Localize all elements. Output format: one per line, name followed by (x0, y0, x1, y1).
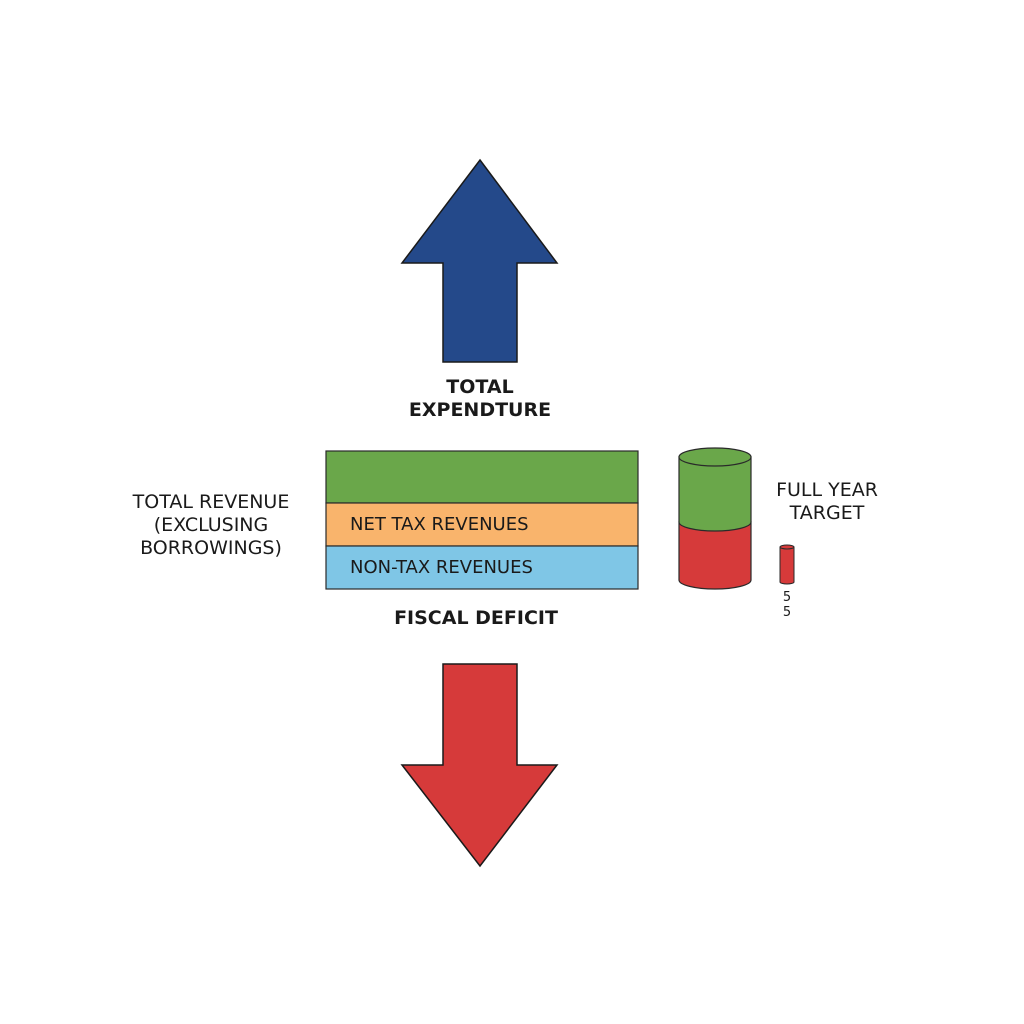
total-revenue-line2: (EXCLUSING (153, 513, 269, 536)
non-tax-revenues-label: NON-TAX REVENUES (350, 557, 533, 578)
total-expenditure-line2: EXPENDTURE (408, 398, 552, 421)
mini-bar-value-label: 5 5 (768, 590, 806, 621)
up-arrow-icon (400, 158, 559, 363)
revenue-band-top (325, 450, 639, 504)
non-tax-band (325, 545, 639, 590)
total-revenue-label: TOTAL REVENUE (EXCLUSING BORROWINGS) (108, 491, 314, 559)
fiscal-deficit-label: FISCAL DEFICIT (394, 607, 558, 629)
cylinder-bottom-section (678, 521, 752, 590)
total-revenue-line3: BORROWINGS) (140, 536, 282, 559)
target-cylinder (678, 447, 752, 590)
full-year-target-line1: FULL YEAR (776, 479, 878, 501)
mini-bar-value-line2: 5 (782, 604, 792, 620)
net-tax-band (325, 502, 639, 547)
down-arrow-icon (400, 663, 559, 868)
cylinder-top-section (678, 456, 752, 532)
mini-target-bar (779, 544, 795, 585)
total-expenditure-line1: TOTAL (446, 376, 514, 398)
net-tax-revenues-label: NET TAX REVENUES (350, 514, 529, 535)
cylinder-cap (678, 447, 752, 467)
total-revenue-line1: TOTAL REVENUE (132, 491, 290, 513)
full-year-target-line2: TARGET (789, 501, 865, 524)
full-year-target-label: FULL YEAR TARGET (752, 479, 902, 525)
total-expenditure-label: TOTAL EXPENDTURE (380, 376, 580, 422)
mini-bar-value-line1: 5 (782, 590, 792, 605)
